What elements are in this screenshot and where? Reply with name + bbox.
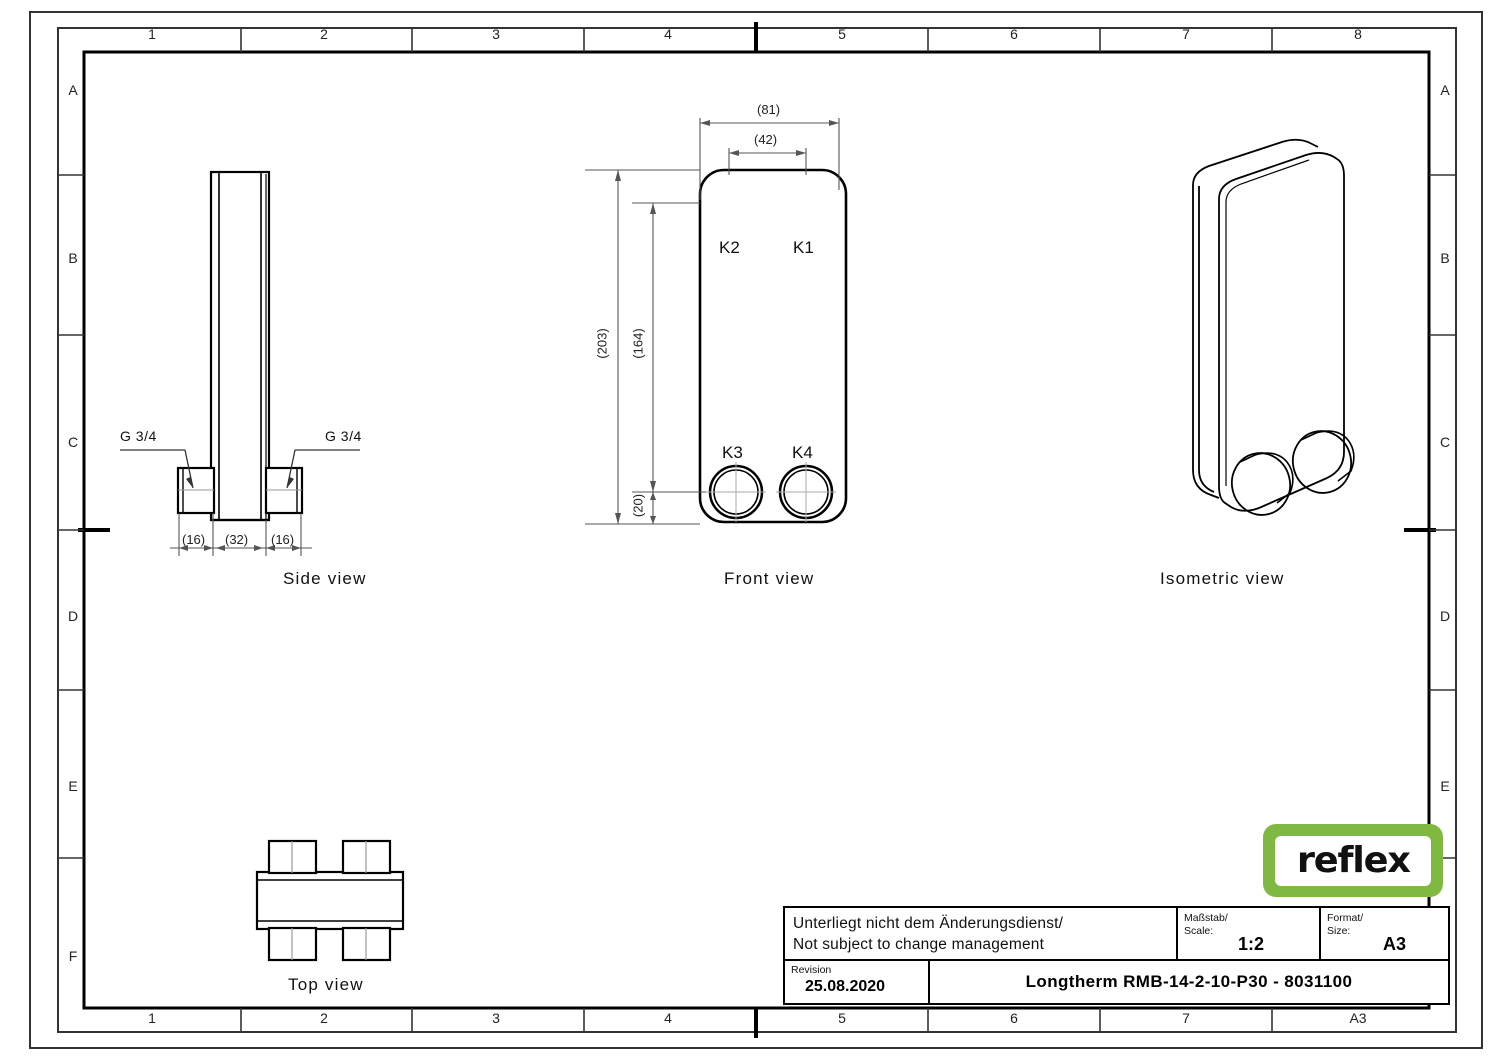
revision-label: Revision — [791, 963, 832, 976]
title-block-row-top: Unterliegt nicht dem Änderungsdienst/ No… — [785, 908, 1448, 961]
logo-wordmark: reflex — [1296, 839, 1411, 881]
zone-col-7-top: 7 — [1182, 26, 1190, 42]
dim-side-right: (16) — [271, 532, 295, 547]
change-notice-de: Unterliegt nicht dem Änderungsdienst/ — [793, 915, 1064, 932]
front-view-geometry — [585, 118, 848, 525]
scale-value: 1:2 — [1238, 934, 1265, 954]
dim-front-height-outer: (203) — [594, 328, 610, 359]
zone-row-d-left: D — [67, 608, 79, 624]
port-label-k4: K4 — [792, 443, 813, 462]
zone-row-d-right: D — [1439, 608, 1451, 624]
zone-row-e-left: E — [68, 778, 78, 794]
dim-front-height-inner: (164) — [630, 328, 646, 359]
logo-inner-plate: reflex — [1275, 835, 1431, 886]
thread-label-right: G 3/4 — [325, 428, 362, 444]
revision-cell: Revision 25.08.2020 — [785, 961, 928, 1003]
port-label-k3: K3 — [722, 443, 743, 462]
format-cell: Format/ Size: A3 — [1319, 908, 1448, 959]
dim-front-width-outer: (81) — [757, 102, 781, 117]
dim-side-middle: (32) — [225, 532, 249, 547]
side-view-geometry — [120, 170, 360, 556]
zone-col-4-top: 4 — [664, 26, 672, 42]
zone-col-1-top: 1 — [148, 26, 156, 42]
thread-label-left: G 3/4 — [120, 428, 157, 444]
title-block: Unterliegt nicht dem Änderungsdienst/ No… — [783, 906, 1450, 1005]
scale-cell: Maßstab/ Scale: 1:2 — [1176, 908, 1319, 959]
zone-col-4-bottom: 4 — [664, 1010, 672, 1026]
zone-col-8-bottom: A3 — [1349, 1010, 1367, 1026]
outer-border — [29, 11, 1483, 1049]
zone-col-2-top: 2 — [320, 26, 328, 42]
zone-row-b-left: B — [68, 250, 78, 266]
zone-col-3-bottom: 3 — [492, 1010, 500, 1026]
revision-date: 25.08.2020 — [805, 977, 886, 995]
top-view-geometry — [255, 839, 405, 962]
format-value: A3 — [1383, 934, 1407, 954]
dim-side-left: (16) — [182, 532, 206, 547]
zone-row-a-left: A — [68, 82, 78, 98]
zone-row-f-left: F — [68, 948, 78, 964]
zone-col-5-bottom: 5 — [838, 1010, 846, 1026]
zone-row-c-right: C — [1439, 434, 1451, 450]
view-title-top: Top view — [288, 975, 364, 994]
format-label-de: Format/ — [1327, 912, 1364, 924]
zone-col-6-bottom: 6 — [1010, 1010, 1018, 1026]
zone-row-a-right: A — [1440, 82, 1450, 98]
dim-front-width-inner: (42) — [754, 132, 778, 147]
view-title-front: Front view — [724, 569, 815, 588]
zone-col-7-bottom: 7 — [1182, 1010, 1190, 1026]
port-label-k2: K2 — [719, 238, 740, 257]
port-label-k1: K1 — [793, 238, 814, 257]
zone-col-5-top: 5 — [838, 26, 846, 42]
zone-row-c-left: C — [67, 434, 79, 450]
scale-label-de: Maßstab/ — [1184, 912, 1228, 924]
zone-col-3-top: 3 — [492, 26, 500, 42]
dim-front-height-bottom: (20) — [630, 493, 646, 518]
change-notice-en: Not subject to change management — [793, 936, 1045, 953]
zone-row-e-right: E — [1440, 778, 1450, 794]
reflex-logo: reflex — [1263, 824, 1443, 897]
change-notice-cell: Unterliegt nicht dem Änderungsdienst/ No… — [785, 908, 1176, 959]
zone-col-8-top: 8 — [1354, 26, 1362, 42]
isometric-view-geometry — [1192, 138, 1355, 516]
zone-col-1-bottom: 1 — [148, 1010, 156, 1026]
zone-col-6-top: 6 — [1010, 26, 1018, 42]
drawing-name-cell: Longtherm RMB-14-2-10-P30 - 8031100 — [928, 960, 1448, 1003]
zone-row-b-right: B — [1440, 250, 1450, 266]
view-title-isometric: Isometric view — [1160, 569, 1285, 588]
title-block-row-bottom: Revision 25.08.2020 Longtherm RMB-14-2-1… — [785, 960, 1448, 1003]
format-label-en: Size: — [1327, 925, 1351, 937]
view-title-side: Side view — [283, 569, 367, 588]
scale-label-en: Scale: — [1184, 925, 1214, 937]
drawing-name: Longtherm RMB-14-2-10-P30 - 8031100 — [1025, 971, 1353, 991]
zone-col-2-bottom: 2 — [320, 1010, 328, 1026]
